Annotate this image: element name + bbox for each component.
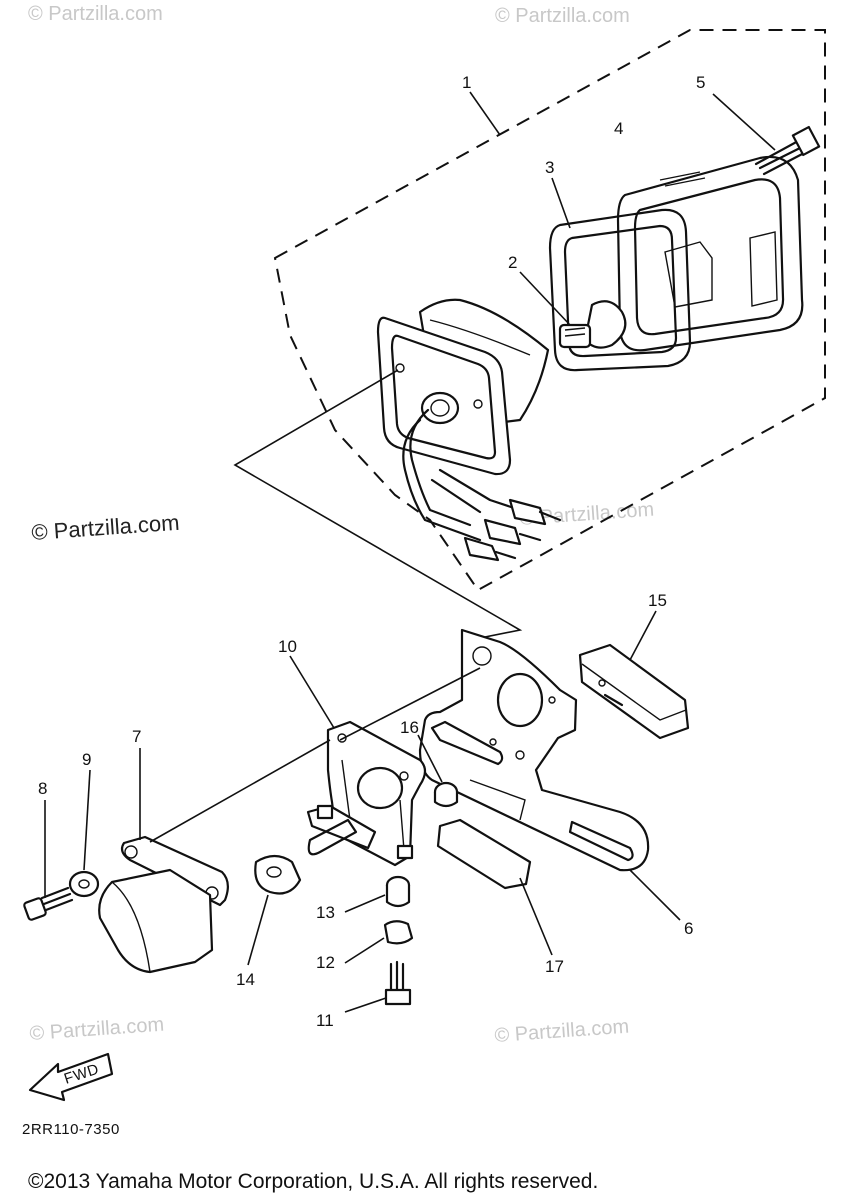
leader-16 bbox=[417, 734, 443, 783]
forward-arrow-icon: FWD bbox=[28, 1052, 114, 1102]
watermark-dark: © Partzilla.com bbox=[31, 510, 181, 545]
callout-5: 5 bbox=[696, 73, 705, 92]
leader-9 bbox=[83, 769, 91, 871]
callout-13: 13 bbox=[316, 903, 335, 922]
leader-12 bbox=[344, 937, 385, 964]
wiring-harness-part bbox=[402, 408, 562, 562]
leader-10-to-6 bbox=[339, 667, 481, 741]
leader-2 bbox=[519, 271, 571, 326]
callout-10: 10 bbox=[278, 637, 297, 656]
leader-10 bbox=[289, 655, 335, 729]
grommet-14-part bbox=[254, 854, 302, 895]
callout-2: 2 bbox=[508, 253, 517, 272]
screw-8-part bbox=[23, 886, 74, 921]
diagram-code: 2RR110-7350 bbox=[22, 1121, 120, 1138]
nut-12-part bbox=[383, 920, 414, 945]
assembly-outline bbox=[273, 29, 826, 592]
screw-5-part bbox=[754, 125, 821, 176]
callout-16: 16 bbox=[400, 718, 419, 737]
gasket-part bbox=[548, 208, 692, 372]
leader-13 bbox=[344, 894, 386, 913]
leader-1 bbox=[469, 91, 501, 136]
callout-11: 11 bbox=[316, 1011, 334, 1030]
leader-17 bbox=[519, 877, 553, 956]
callout-1: 1 bbox=[462, 73, 471, 92]
lens-cover-part bbox=[616, 155, 804, 352]
callout-7: 7 bbox=[132, 727, 141, 746]
washer-9-part bbox=[68, 870, 100, 898]
leader-7-to-10 bbox=[149, 739, 331, 843]
leader-base-to-bracket bbox=[233, 369, 523, 641]
callout-17: 17 bbox=[545, 957, 564, 976]
leader-3 bbox=[551, 177, 571, 229]
leader-6 bbox=[629, 869, 681, 921]
callout-14: 14 bbox=[236, 970, 255, 989]
callout-6: 6 bbox=[684, 919, 693, 938]
nut-16-part bbox=[433, 781, 459, 808]
reflector-part bbox=[578, 643, 690, 740]
callout-8: 8 bbox=[38, 779, 47, 798]
license-bracket-part bbox=[418, 628, 650, 872]
bolt-11-part bbox=[384, 960, 412, 1006]
watermark-top-left: © Partzilla.com bbox=[28, 3, 163, 25]
collar-13-part bbox=[385, 875, 411, 908]
leader-5 bbox=[712, 93, 776, 151]
callout-9: 9 bbox=[82, 750, 91, 769]
license-lamp-part bbox=[98, 835, 229, 974]
callout-3: 3 bbox=[545, 158, 554, 177]
copyright-notice: ©2013 Yamaha Motor Corporation, U.S.A. A… bbox=[28, 1170, 598, 1193]
watermark-top-right: © Partzilla.com bbox=[495, 5, 630, 27]
label-strip-part bbox=[436, 818, 532, 890]
leader-14 bbox=[247, 894, 269, 966]
watermark-bottom-left: © Partzilla.com bbox=[29, 1014, 165, 1045]
callout-12: 12 bbox=[316, 953, 335, 972]
callout-15: 15 bbox=[648, 591, 667, 610]
bulb-part bbox=[558, 300, 627, 349]
callout-4: 4 bbox=[614, 119, 623, 138]
leader-15 bbox=[629, 610, 657, 661]
bracket-10-part bbox=[306, 720, 427, 867]
watermark-bottom-right: © Partzilla.com bbox=[494, 1016, 630, 1047]
leader-11 bbox=[344, 997, 387, 1013]
